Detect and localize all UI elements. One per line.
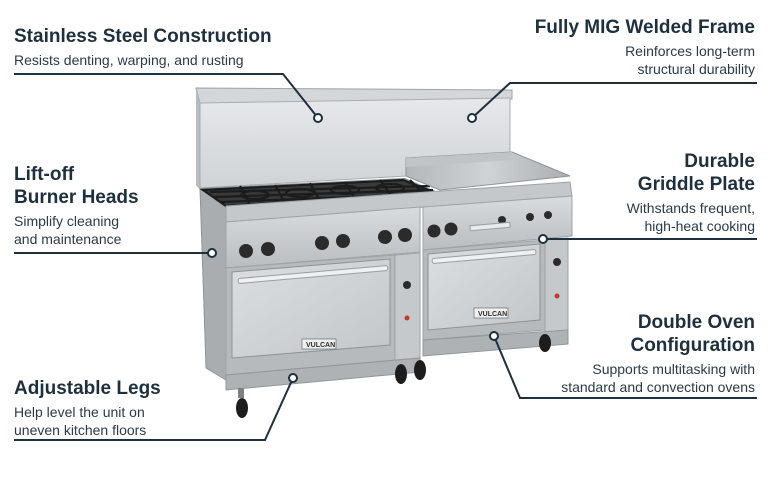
brand-badge-right: VULCAN [478, 311, 507, 318]
callout-description-line1: Help level the unit on [14, 404, 145, 420]
oven-handle-left [237, 265, 389, 284]
oven-door-left [231, 258, 391, 359]
adjustable-legs [236, 334, 551, 418]
oven-door-right [427, 243, 541, 331]
callout-description-line1: Simplify cleaning [14, 213, 120, 229]
callout-title-line1: Durable [684, 151, 755, 172]
callout-title: Fully MIG Welded Frame [534, 17, 755, 38]
callout-description-line2: high-heat cooking [644, 218, 755, 234]
callout-double-oven: Double Oven Configuration Supports multi… [515, 311, 755, 396]
callout-description-line2: uneven kitchen floors [14, 422, 147, 438]
callout-title: Adjustable Legs [14, 378, 161, 399]
callout-description-line1: Reinforces long-term [625, 43, 755, 59]
callout-description-line2: and maintenance [14, 231, 122, 247]
callout-title-line1: Double Oven [637, 312, 755, 333]
callout-description-line1: Supports multitasking with [592, 361, 755, 377]
callout-title: Stainless Steel Construction [14, 26, 272, 47]
leader-lines [14, 73, 757, 441]
callout-title-line2: Burner Heads [14, 187, 139, 208]
callout-stainless-steel: Stainless Steel Construction Resists den… [14, 25, 334, 69]
control-knobs [239, 211, 552, 258]
brand-badge-left: VULCAN [306, 342, 335, 349]
callout-description-line2: structural durability [637, 61, 756, 77]
callout-adjustable-legs: Adjustable Legs Help level the unit on u… [14, 377, 254, 439]
callout-griddle-plate: Durable Griddle Plate Withstands frequen… [535, 150, 755, 235]
callout-dots [207, 113, 548, 383]
callout-burner-heads: Lift-off Burner Heads Simplify cleaning … [14, 163, 214, 248]
callout-title-line2: Configuration [630, 335, 755, 356]
callout-title-line2: Griddle Plate [637, 174, 755, 195]
callout-description: Resists denting, warping, and rusting [14, 52, 244, 68]
callout-title-line1: Lift-off [14, 164, 75, 185]
callout-mig-welded-frame: Fully MIG Welded Frame Reinforces long-t… [455, 16, 755, 78]
callout-description-line2: standard and convection ovens [561, 379, 755, 395]
callout-description-line1: Withstands frequent, [626, 200, 755, 216]
